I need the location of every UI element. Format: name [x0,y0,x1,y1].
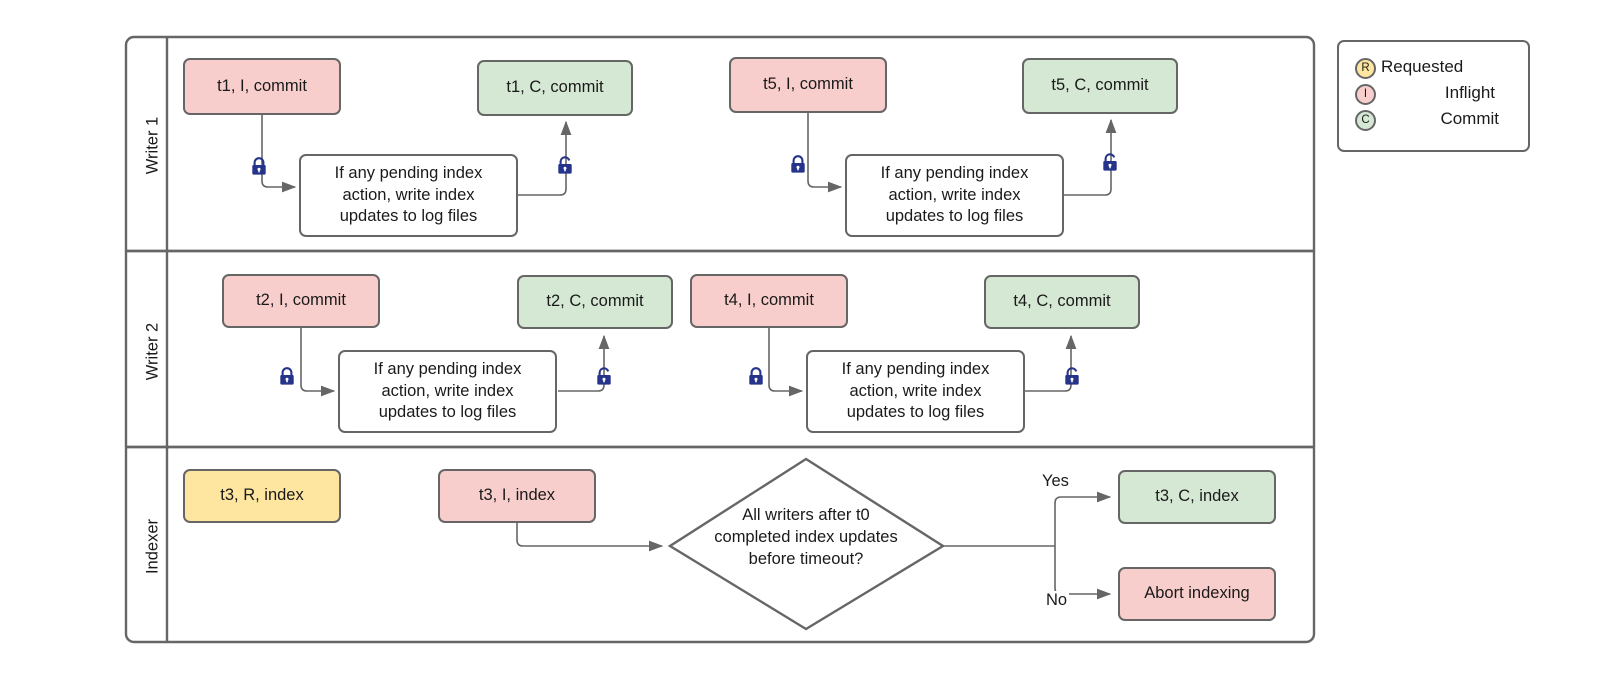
decision-label: All writers after t0 completed index upd… [714,506,898,568]
edge-t4-process-to-commit [1025,334,1077,392]
edge-t3-inflight-to-decision [516,523,664,552]
lock-open-icon [597,367,611,385]
lock-open-icon [1065,367,1079,385]
legend-label-requested: Requested [1381,57,1464,76]
node-abort-indexing[interactable]: Abort indexing [1118,567,1276,621]
edge-label-no: No [1044,591,1070,610]
edge-t2-process-to-commit [558,334,610,392]
lock-closed-icon [252,157,266,175]
commit-status-icon: C [1355,109,1376,131]
inflight-status-icon: I [1355,83,1376,105]
lock-open-icon [1103,153,1117,171]
legend-item-commit: C [1355,109,1376,131]
lock-closed-icon [280,367,294,385]
lock-closed-icon [791,155,805,173]
node-t4-process[interactable]: If any pending index action, write index… [806,350,1025,433]
node-t3-requested[interactable]: t3, R, index [183,469,341,523]
edge-decision-yes [1054,491,1112,547]
lane-label-indexer: Indexer [143,518,162,575]
lock-closed-icon [749,367,763,385]
node-t2-commit[interactable]: t2, C, commit [517,275,673,329]
node-t4-commit[interactable]: t4, C, commit [984,275,1140,329]
edge-t5-process-to-commit [1064,118,1117,196]
edge-label-yes: Yes [1040,472,1071,491]
edge-t1-inflight-to-process [261,115,297,193]
edge-t2-inflight-to-process [300,328,336,397]
lock-open-icon [558,156,572,174]
legend-label-commit: Commit [1440,109,1499,128]
node-t5-inflight[interactable]: t5, I, commit [729,57,887,113]
node-t1-process[interactable]: If any pending index action, write index… [299,154,518,237]
node-t4-inflight[interactable]: t4, I, commit [690,274,848,328]
node-t2-process[interactable]: If any pending index action, write index… [338,350,557,433]
legend-item-inflight: I [1355,83,1376,105]
lane-label-writer1: Writer 1 [143,116,162,175]
edge-t1-process-to-commit [518,120,572,196]
edge-decision-no [1054,545,1112,600]
pool-outline [124,35,1316,644]
node-t5-commit[interactable]: t5, C, commit [1022,58,1178,114]
edge-t4-inflight-to-process [768,328,804,397]
decision-diamond [667,457,946,631]
node-t1-commit[interactable]: t1, C, commit [477,60,633,116]
node-t3-commit[interactable]: t3, C, index [1118,470,1276,524]
lane-label-writer2: Writer 2 [143,322,162,381]
node-t2-inflight[interactable]: t2, I, commit [222,274,380,328]
edge-t5-inflight-to-process [807,113,843,193]
node-t3-inflight[interactable]: t3, I, index [438,469,596,523]
node-t5-process[interactable]: If any pending index action, write index… [845,154,1064,237]
requested-status-icon: R [1355,57,1376,79]
legend-item-requested: R [1355,57,1376,79]
node-t1-inflight[interactable]: t1, I, commit [183,58,341,115]
legend-label-inflight: Inflight [1444,83,1495,102]
